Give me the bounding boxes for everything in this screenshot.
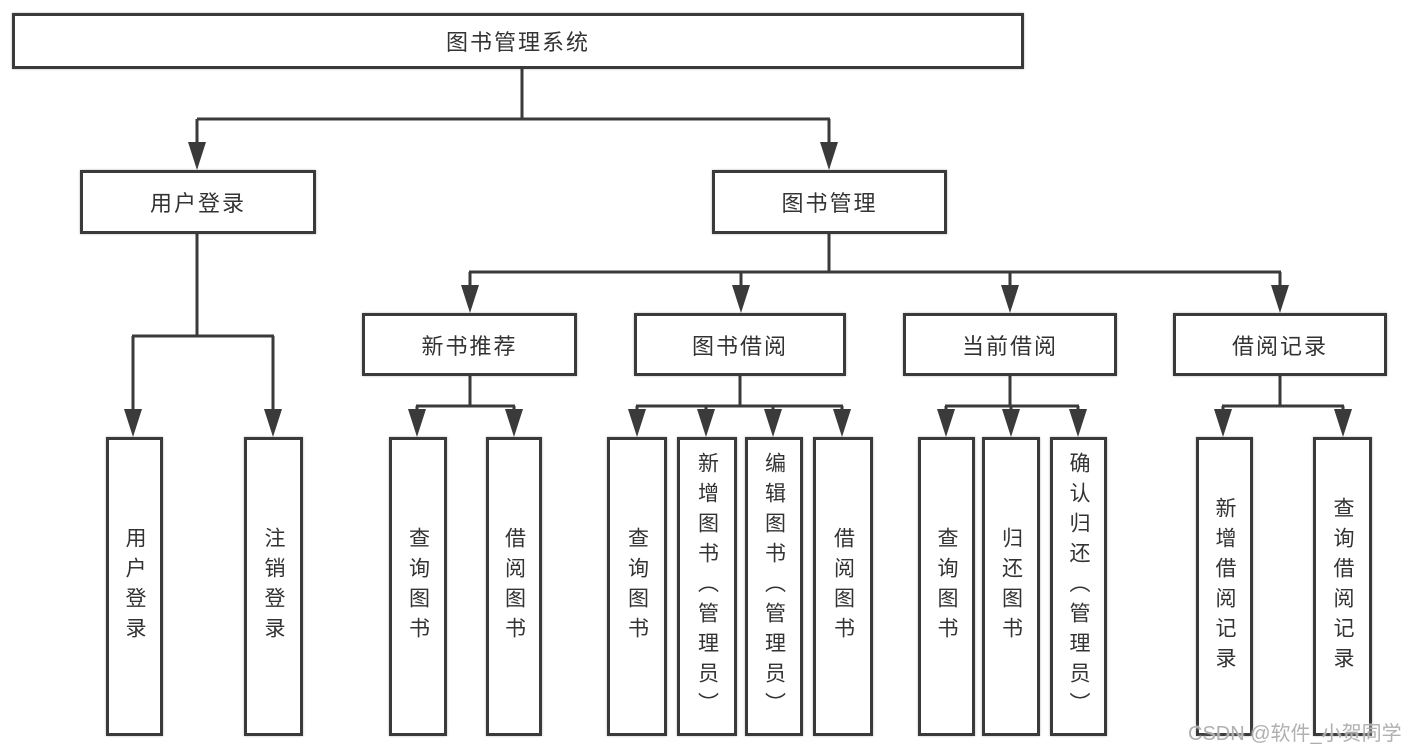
connector-book-management	[468, 234, 1282, 290]
node-book-management-label: 图书管理	[781, 191, 878, 216]
leaf-label: 新增图书（管理员）	[695, 451, 719, 722]
leaf-user-login: 用户登录	[106, 437, 163, 736]
leaf-label: 借阅图书	[502, 526, 526, 647]
node-borrow-records-label: 借阅记录	[1231, 333, 1328, 359]
leaf-borrow-books-recommend: 借阅图书	[486, 437, 542, 736]
node-root: 图书管理系统	[12, 13, 1024, 69]
leaf-edit-books-admin: 编辑图书（管理员）	[745, 437, 803, 736]
node-borrow-records: 借阅记录	[1173, 313, 1387, 376]
leaf-label: 查询图书	[406, 526, 430, 647]
arrowhead-icon	[408, 409, 523, 437]
leaf-label: 查询图书	[935, 526, 958, 647]
arrowhead-icon	[1214, 409, 1352, 437]
node-user-login: 用户登录	[80, 170, 316, 234]
leaf-label: 注销登录	[262, 526, 285, 647]
arrowhead-icon	[124, 409, 282, 437]
leaf-label: 新增借阅记录	[1213, 496, 1236, 677]
connector-borrow-records	[1221, 376, 1345, 414]
node-book-borrow: 图书借阅	[634, 313, 846, 376]
leaf-query-borrow-record: 查询借阅记录	[1313, 437, 1372, 736]
node-root-label: 图书管理系统	[445, 30, 590, 55]
arrowhead-icon	[188, 142, 838, 170]
node-current-borrow: 当前借阅	[903, 313, 1117, 376]
leaf-label: 借阅图书	[831, 526, 855, 647]
leaf-logout: 注销登录	[244, 437, 303, 736]
arrowhead-icon	[937, 409, 1087, 437]
leaf-label: 编辑图书（管理员）	[762, 451, 786, 722]
leaf-borrow-books: 借阅图书	[813, 437, 873, 736]
leaf-add-books-admin: 新增图书（管理员）	[677, 437, 737, 736]
leaf-return-books: 归还图书	[982, 437, 1040, 736]
node-current-borrow-label: 当前借阅	[961, 333, 1058, 359]
connector-current-borrow	[944, 376, 1080, 414]
leaf-label: 归还图书	[999, 526, 1023, 647]
arrowhead-icon	[628, 409, 851, 437]
leaf-query-books-current: 查询图书	[918, 437, 975, 736]
node-user-login-label: 用户登录	[149, 191, 246, 216]
leaf-label: 查询借阅记录	[1331, 496, 1354, 677]
connector-new-book-recommend	[415, 376, 516, 414]
node-book-borrow-label: 图书借阅	[691, 333, 788, 359]
connector-user-login	[131, 234, 275, 412]
leaf-label: 确认归还（管理员）	[1067, 451, 1090, 722]
leaf-query-books-recommend: 查询图书	[389, 437, 447, 736]
leaf-confirm-return-admin: 确认归还（管理员）	[1050, 437, 1107, 736]
node-new-book-recommend: 新书推荐	[362, 313, 577, 376]
leaf-label: 查询图书	[625, 526, 649, 647]
watermark: CSDN @软件_小贺同学	[1188, 723, 1402, 745]
connector-root	[195, 69, 831, 144]
leaf-add-borrow-record: 新增借阅记录	[1196, 437, 1253, 736]
node-book-management: 图书管理	[712, 170, 947, 234]
leaf-query-books-borrow: 查询图书	[607, 437, 667, 736]
arrowhead-icon	[461, 285, 1289, 313]
leaf-label: 用户登录	[123, 526, 146, 647]
connector-book-borrow	[635, 376, 844, 414]
node-new-book-recommend-label: 新书推荐	[421, 333, 518, 359]
